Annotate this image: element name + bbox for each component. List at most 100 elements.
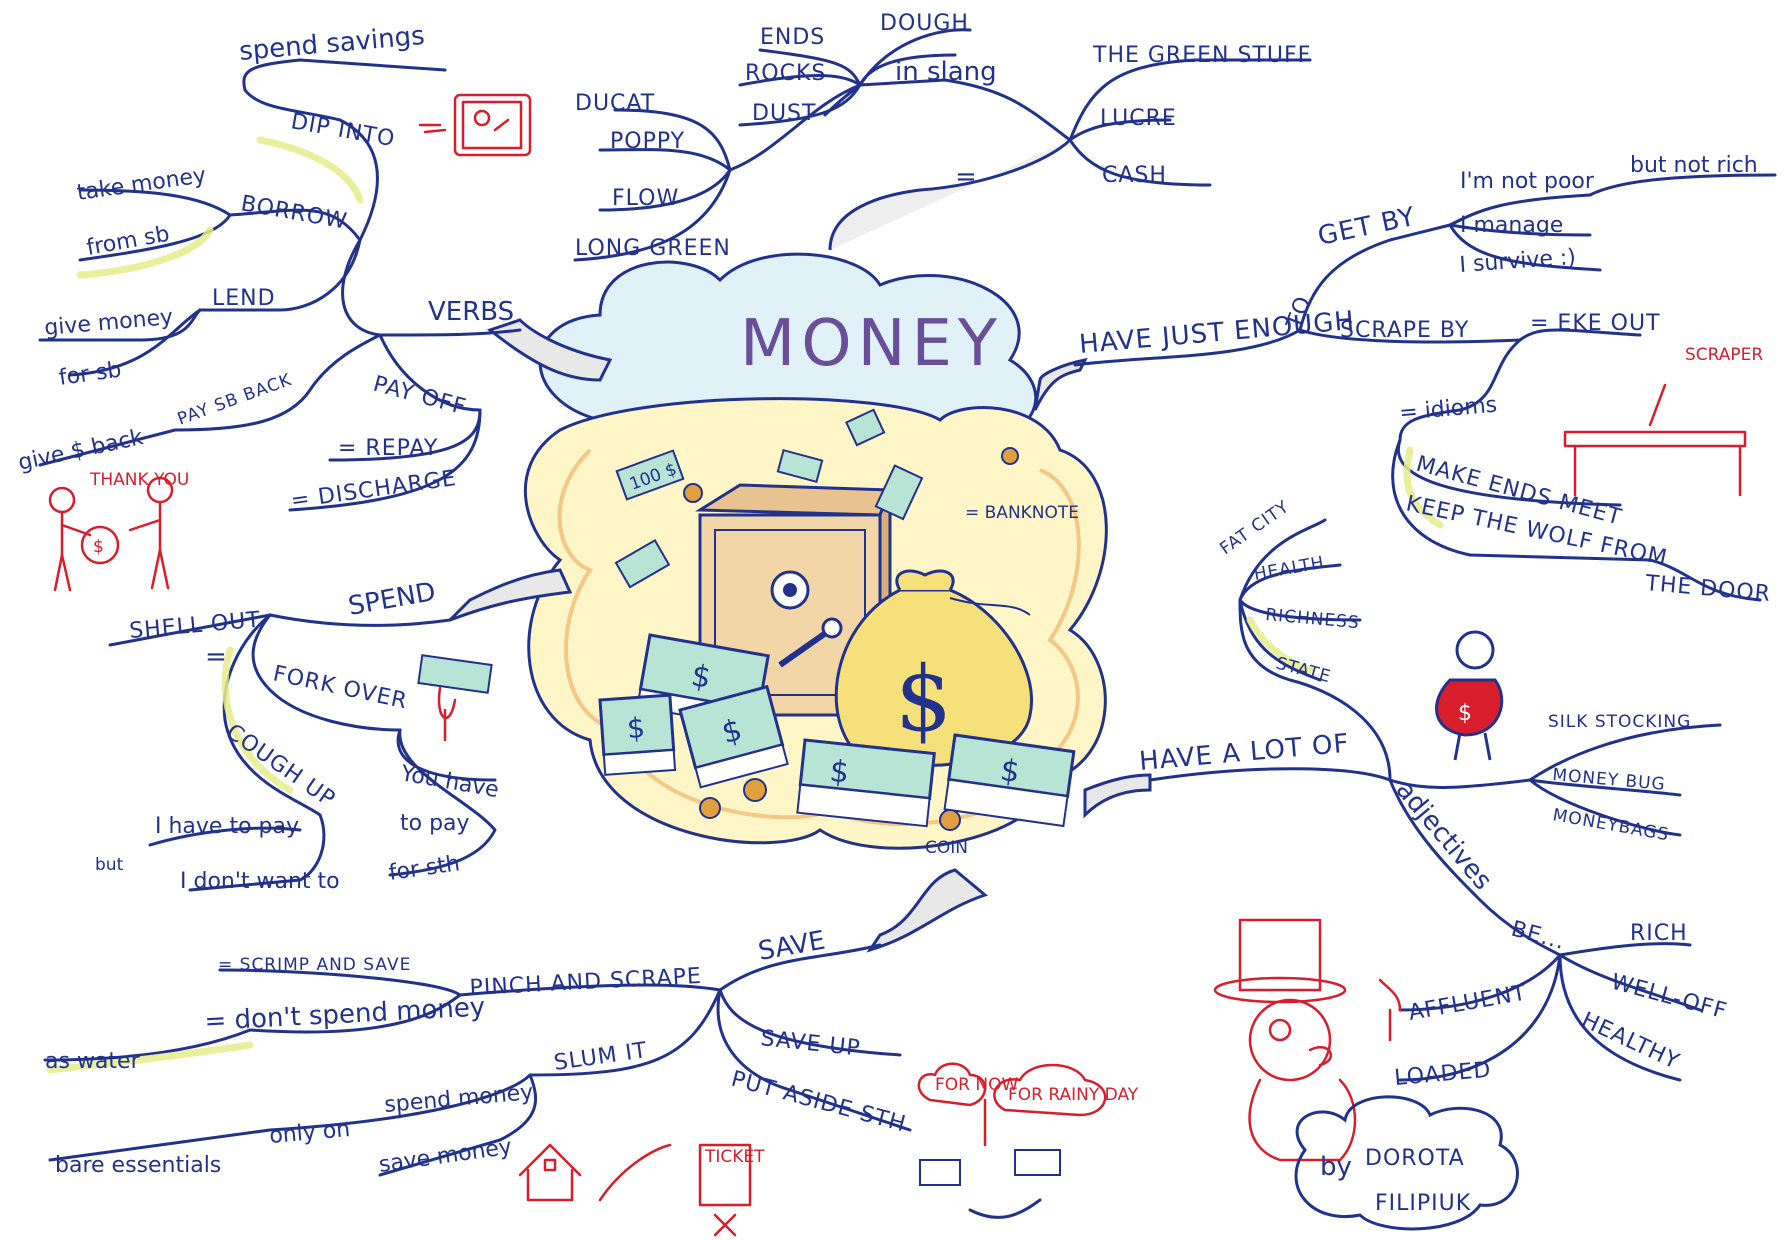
spend-money: spend money bbox=[383, 1080, 534, 1118]
slang-rocks: ROCKS bbox=[745, 61, 826, 86]
slang-lucre: LUCRE bbox=[1100, 106, 1177, 131]
dollar-sign-icon: $ bbox=[895, 647, 952, 752]
loaded: LOADED bbox=[1393, 1058, 1492, 1091]
banknote-label: = BANKNOTE bbox=[965, 503, 1079, 523]
rich: RICH bbox=[1630, 921, 1688, 946]
spend-branch bbox=[108, 568, 573, 892]
lend: LEND bbox=[212, 286, 276, 311]
richness: RICHNESS bbox=[1265, 605, 1361, 633]
i-manage: I manage bbox=[1460, 213, 1563, 238]
silk-stocking: SILK STOCKING bbox=[1548, 712, 1691, 732]
the-door: THE DOOR bbox=[1643, 571, 1771, 607]
shell-out: SHELL OUT bbox=[128, 608, 261, 644]
idioms: = idioms bbox=[1398, 393, 1498, 426]
center-title: MONEY bbox=[740, 307, 1003, 381]
verbs-branch bbox=[38, 58, 613, 512]
dip-into: DIP INTO bbox=[289, 109, 397, 152]
svg-text:$: $ bbox=[626, 711, 646, 745]
cough-up: COUGH UP bbox=[222, 719, 340, 812]
put-aside-sth: PUT ASIDE STH bbox=[728, 1067, 908, 1138]
shell-out-equals: = bbox=[205, 642, 227, 672]
moneybags-figure-icon: $ bbox=[1435, 630, 1504, 761]
for-now: FOR NOW bbox=[935, 1075, 1018, 1095]
svg-text:$: $ bbox=[998, 753, 1022, 790]
spend-label: SPEND bbox=[346, 577, 438, 622]
slang-ducat: DUCAT bbox=[575, 91, 655, 116]
money-bug: MONEY BUG bbox=[1552, 765, 1667, 795]
slang-label: in slang bbox=[895, 57, 997, 87]
slang-dust: DUST bbox=[752, 101, 816, 126]
slang-branch bbox=[573, 28, 1312, 262]
slang-green-stuff: THE GREEN STUFF bbox=[1092, 43, 1311, 68]
banknote-stacks: $ $ $ $ $ bbox=[598, 633, 1076, 828]
save-branch bbox=[43, 868, 989, 1177]
eke-out: = EKE OUT bbox=[1530, 311, 1661, 336]
give-money: give money bbox=[43, 305, 174, 341]
spend-savings: spend savings bbox=[238, 21, 426, 67]
pay-off: PAY OFF bbox=[370, 372, 468, 421]
you-have: You have bbox=[398, 761, 501, 803]
scraper-doodle-icon: SCRAPER bbox=[1563, 345, 1763, 497]
scrape-by: SCRAPE BY bbox=[1340, 318, 1469, 343]
author-by: by bbox=[1320, 1152, 1352, 1182]
be-label: BE... bbox=[1508, 917, 1568, 955]
slum-it: SLUM IT bbox=[552, 1038, 649, 1076]
slang-dough: DOUGH bbox=[880, 11, 969, 36]
borrow: BORROW bbox=[239, 191, 349, 234]
thank-you-figures-icon: $ bbox=[48, 476, 174, 592]
for-rainy-day: FOR RAINY DAY bbox=[1008, 1085, 1139, 1105]
save-money: save money bbox=[377, 1135, 513, 1178]
svg-text:$: $ bbox=[93, 537, 104, 557]
bare-essentials: bare essentials bbox=[55, 1153, 221, 1178]
pinch-and-scrape: PINCH AND SCRAPE bbox=[469, 964, 702, 1001]
im-not-poor: I'm not poor bbox=[1460, 169, 1595, 194]
red-safe-doodle-icon bbox=[418, 93, 532, 157]
fork-over-doodle-icon bbox=[417, 654, 493, 742]
rainy-day-clouds: FOR NOW FOR RAINY DAY bbox=[917, 1062, 1139, 1219]
money-bag-illustration: $ bbox=[834, 569, 1033, 767]
for-sth: for sth bbox=[387, 851, 461, 886]
author-cloud: by DOROTA FILIPIUK bbox=[1294, 1095, 1519, 1231]
as-water: as water bbox=[45, 1049, 141, 1074]
thank-you-label: THANK YOU bbox=[89, 470, 189, 490]
slang-equals: = bbox=[955, 162, 977, 192]
only-on: only on bbox=[268, 1117, 351, 1149]
for-sb: for sb bbox=[57, 357, 123, 390]
affluent: AFFLUENT bbox=[1407, 981, 1529, 1026]
moneybags: MONEYBAGS bbox=[1551, 805, 1671, 845]
slang-poppy: POPPY bbox=[610, 129, 685, 154]
scraper-label: SCRAPER bbox=[1685, 345, 1763, 365]
give-back: give $ back bbox=[16, 425, 146, 476]
ticket-label: TICKET bbox=[704, 1147, 765, 1167]
from-sb: from sb bbox=[85, 222, 172, 261]
well-off: WELL-OFF bbox=[1608, 970, 1729, 1025]
i-dont-want-to: I don't want to bbox=[180, 869, 340, 894]
coin-label: COIN bbox=[925, 838, 968, 858]
healthy: HEALTHY bbox=[1577, 1008, 1683, 1075]
but-not-rich: but not rich bbox=[1630, 153, 1758, 178]
adjectives: adjectives bbox=[1390, 775, 1498, 896]
save-label: SAVE bbox=[756, 926, 828, 967]
to-pay: to pay bbox=[400, 811, 470, 836]
verbs-label: VERBS bbox=[428, 297, 514, 327]
house-and-ticket-doodles: TICKET bbox=[518, 1143, 765, 1237]
slang-cash: CASH bbox=[1102, 163, 1167, 188]
but-label: but bbox=[95, 855, 124, 875]
floating-notes: 100 $ bbox=[614, 408, 1019, 831]
fat-city: FAT CITY bbox=[1216, 497, 1293, 559]
repay: = REPAY bbox=[338, 436, 438, 461]
discharge: = DISCHARGE bbox=[289, 466, 458, 514]
lot-branch bbox=[1083, 518, 1722, 1082]
slang-long-green: LONG GREEN bbox=[575, 236, 731, 261]
pay-sb-back: PAY SB BACK bbox=[175, 370, 295, 430]
slang-flow: FLOW bbox=[612, 186, 679, 211]
svg-text:$: $ bbox=[1458, 701, 1472, 726]
svg-text:$: $ bbox=[828, 754, 851, 791]
slang-ends: ENDS bbox=[760, 25, 825, 50]
get-by: GET BY bbox=[1315, 202, 1418, 252]
enough-branch bbox=[1033, 173, 1777, 602]
rich-man-doodle-icon bbox=[1213, 918, 1402, 1162]
author-name-first: DOROTA bbox=[1365, 1146, 1465, 1171]
